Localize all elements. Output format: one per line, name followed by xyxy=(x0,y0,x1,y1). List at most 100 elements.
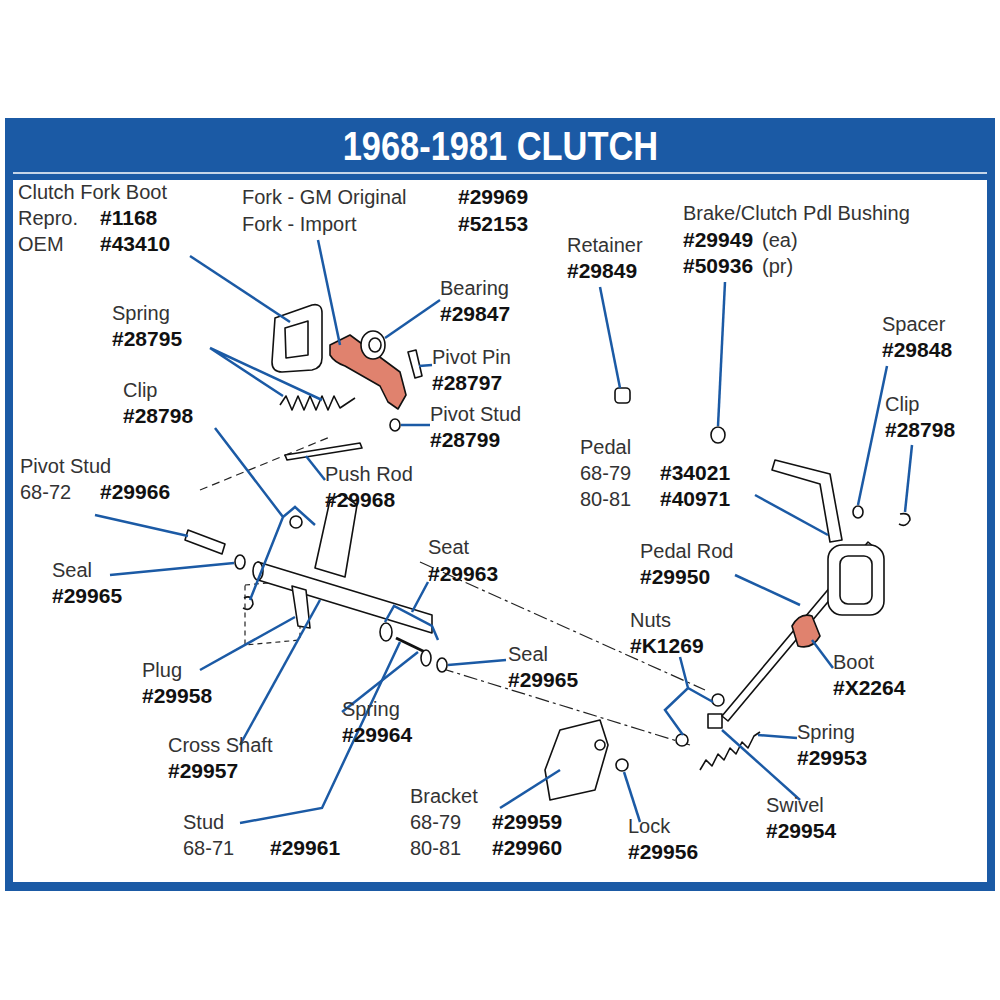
leader-line xyxy=(240,600,320,745)
part-number: #29963 xyxy=(428,562,498,586)
part-name: 80-81 xyxy=(580,487,631,511)
stud xyxy=(396,638,425,652)
leader-line xyxy=(110,563,234,575)
part-number: #28797 xyxy=(432,371,502,395)
part-name: (ea) xyxy=(762,228,798,252)
part-number: #52153 xyxy=(458,212,528,236)
panel xyxy=(13,180,987,882)
bearing-inner xyxy=(369,338,381,352)
part-number: #29950 xyxy=(640,565,710,589)
leader-line xyxy=(812,640,833,668)
swivel xyxy=(708,714,722,728)
part-name: Spring xyxy=(797,720,855,744)
leader-line xyxy=(755,495,828,535)
part-number: #29949 xyxy=(683,228,753,252)
pivot-pin xyxy=(408,350,422,378)
part-name: 68-79 xyxy=(410,810,461,834)
part-name: Push Rod xyxy=(325,462,413,486)
leader-line xyxy=(95,515,188,536)
fork-boot-inner xyxy=(285,321,308,358)
part-name: Clip xyxy=(885,392,919,416)
pedal-arm xyxy=(772,460,842,542)
title-band: 1968-1981 CLUTCH xyxy=(5,124,995,168)
leader-line xyxy=(624,772,640,822)
part-number: #29848 xyxy=(882,338,952,362)
leader-line xyxy=(718,282,725,426)
part-name: Retainer xyxy=(567,233,643,257)
push-rod xyxy=(285,443,362,460)
leader-line xyxy=(419,365,432,366)
part-name: Clutch Fork Boot xyxy=(18,180,167,204)
leader-line xyxy=(858,366,887,505)
leader-line xyxy=(735,575,800,605)
part-number: #40971 xyxy=(660,487,730,511)
part-number: #29966 xyxy=(100,480,170,504)
part-number: #34021 xyxy=(660,461,730,485)
part-name: OEM xyxy=(18,232,64,256)
leader-line xyxy=(905,445,912,512)
pivot-stud xyxy=(390,419,400,431)
clip xyxy=(899,514,910,526)
part-name: Lock xyxy=(628,814,670,838)
lock xyxy=(616,759,628,771)
part-number: #29953 xyxy=(797,746,867,770)
seal xyxy=(437,658,447,672)
part-name: Stud xyxy=(183,810,224,834)
guide-lines xyxy=(200,437,705,745)
part-number: #43410 xyxy=(100,232,170,256)
bracket xyxy=(545,720,608,800)
part-name: Plug xyxy=(142,658,182,682)
part-name: Pedal xyxy=(580,435,631,459)
part-name: Seal xyxy=(508,642,548,666)
part-number: #29847 xyxy=(440,302,510,326)
part-number: #29960 xyxy=(492,836,562,860)
title-text: 1968-1981 CLUTCH xyxy=(342,124,657,168)
part-name: Fork - GM Original xyxy=(242,185,406,209)
part-name: Cross Shaft xyxy=(168,733,272,757)
seat xyxy=(421,650,431,666)
nut xyxy=(712,694,724,706)
leader-lines xyxy=(95,240,912,823)
part-number: #29965 xyxy=(52,584,122,608)
title-rule xyxy=(13,172,987,174)
leader-line xyxy=(385,300,440,338)
part-number: #29969 xyxy=(458,185,528,209)
part-name: Brake/Clutch Pdl Bushing xyxy=(683,201,910,225)
part-name: Pivot Stud xyxy=(20,454,111,478)
frame xyxy=(5,118,995,891)
part-number: #K1269 xyxy=(630,634,704,658)
part-name: Spacer xyxy=(882,312,945,336)
part-number: #29956 xyxy=(628,840,698,864)
leader-line xyxy=(200,617,295,670)
leader-line xyxy=(210,348,322,400)
seal xyxy=(235,555,245,569)
leader-line xyxy=(600,287,620,388)
part-name: Nuts xyxy=(630,608,671,632)
part-name: Spring xyxy=(112,301,170,325)
clip xyxy=(290,516,302,528)
bushing xyxy=(711,427,725,443)
part-number: #29965 xyxy=(508,668,578,692)
part-name: Seat xyxy=(428,535,469,559)
part-number: #29958 xyxy=(142,684,212,708)
part-number: #29961 xyxy=(270,836,340,860)
leader-line xyxy=(215,428,315,600)
part-number: #28798 xyxy=(123,404,193,428)
leader-line xyxy=(665,657,713,735)
part-name: Pivot Stud xyxy=(430,402,521,426)
leader-line xyxy=(190,256,290,322)
part-name: 68-71 xyxy=(183,836,234,860)
part-name: Pedal Rod xyxy=(640,539,733,563)
retainer xyxy=(615,388,630,403)
part-number: #1168 xyxy=(100,206,157,230)
part-name: Boot xyxy=(833,650,874,674)
part-name: 80-81 xyxy=(410,836,461,860)
part-number: #29849 xyxy=(567,259,637,283)
part-name: Spring xyxy=(342,697,400,721)
part-name: (pr) xyxy=(762,254,793,278)
part-number: #X2264 xyxy=(833,676,905,700)
leader-line xyxy=(385,582,438,640)
part-name: Bearing xyxy=(440,276,509,300)
part-name: Bracket xyxy=(410,784,478,808)
